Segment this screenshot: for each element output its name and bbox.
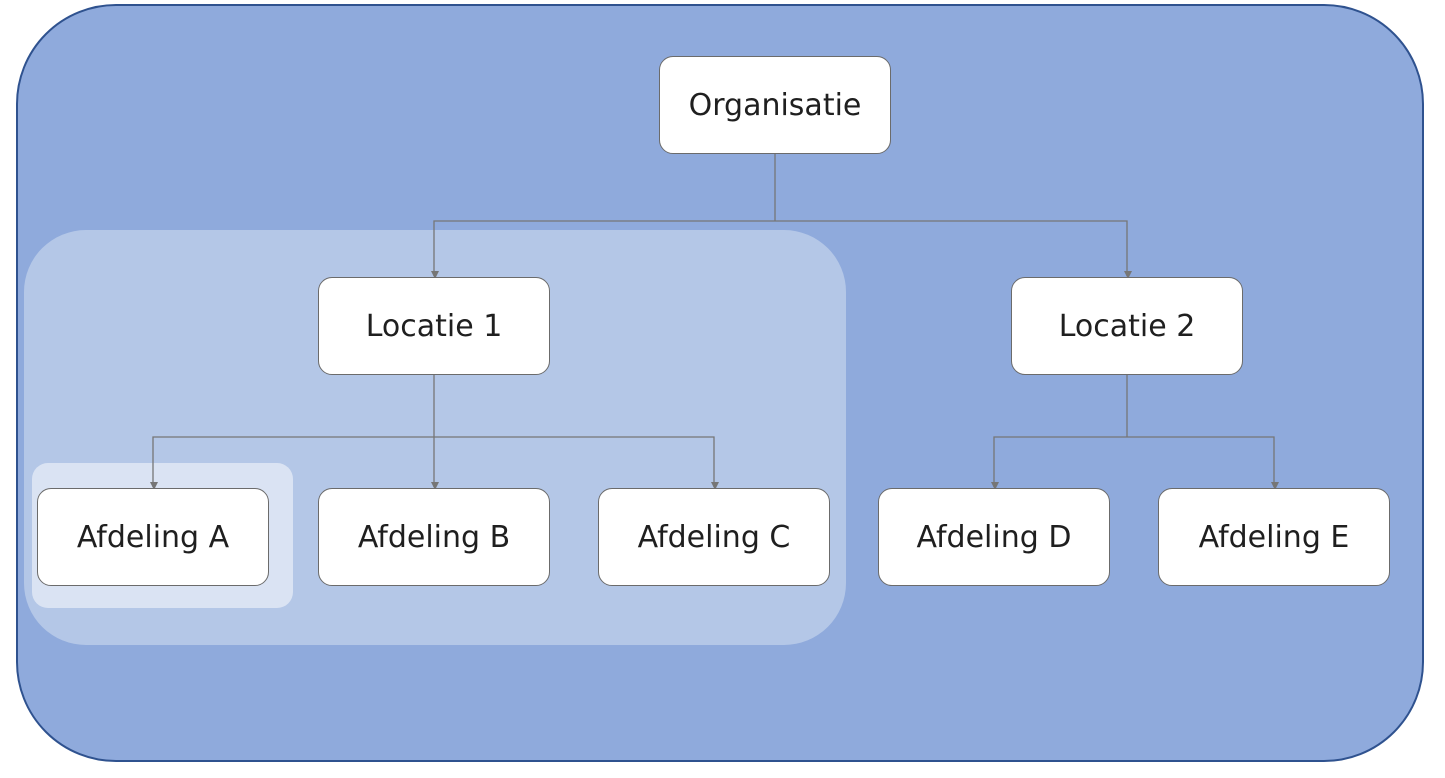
node-afdeling-e[interactable]: Afdeling E: [1158, 488, 1390, 586]
node-locatie-2[interactable]: Locatie 2: [1011, 277, 1243, 375]
node-organisatie[interactable]: Organisatie: [659, 56, 891, 154]
node-locatie-1[interactable]: Locatie 1: [318, 277, 550, 375]
node-afdeling-d[interactable]: Afdeling D: [878, 488, 1110, 586]
node-afdeling-a[interactable]: Afdeling A: [37, 488, 269, 586]
node-afdeling-b[interactable]: Afdeling B: [318, 488, 550, 586]
node-afdeling-c[interactable]: Afdeling C: [598, 488, 830, 586]
